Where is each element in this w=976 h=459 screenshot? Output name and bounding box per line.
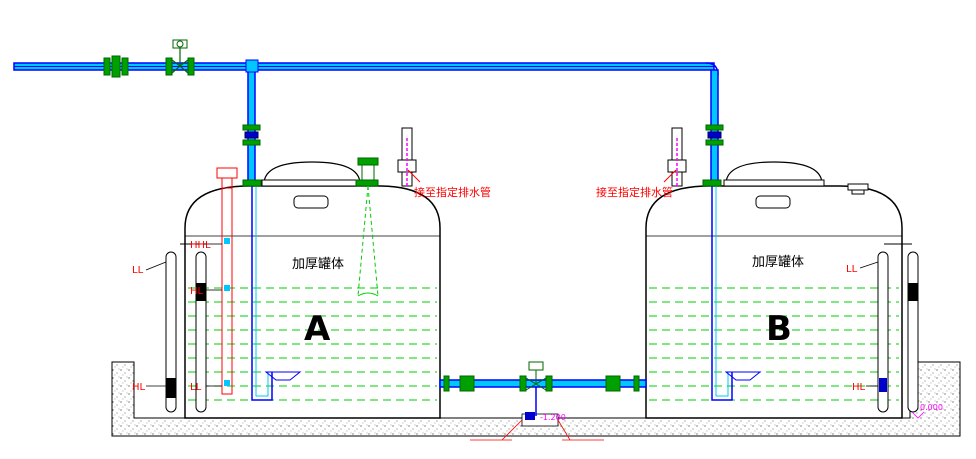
gauge-label-a-hl: HL (190, 286, 204, 297)
control-valve-icon (165, 39, 195, 76)
elevation-ground: 0.000 (920, 403, 943, 412)
leader-line (407, 169, 421, 183)
leader-line (663, 169, 677, 183)
tank-b-letter: B (766, 309, 792, 349)
vent-pipe-a (397, 127, 417, 187)
tank-b-name: 加厚罐体 (752, 255, 804, 270)
gate-valve-icon (103, 55, 129, 78)
level-gauge-b (877, 243, 919, 413)
level-gauge-a (165, 167, 238, 413)
elevation-marker-icon (911, 411, 925, 419)
gauge-label-a-ll: LL (190, 382, 202, 393)
vent-pipe-b (667, 127, 687, 187)
downpipe-valve-b-icon (705, 124, 724, 146)
level-sensor-icon (355, 157, 379, 297)
leader-line (501, 419, 523, 441)
drain-note-b: 接至指定排水管 (596, 185, 673, 199)
water-level-lines-b (649, 287, 899, 401)
tank-b (645, 161, 903, 419)
gauge-label-a-left-hl: HL (132, 382, 146, 393)
gauge-label-b-hl: HL (852, 382, 866, 393)
top-pipe (13, 62, 719, 191)
drain-note-a: 接至指定排水管 (414, 185, 491, 199)
leader-line (557, 419, 571, 441)
gauge-label-a-hhl: HHL (190, 240, 211, 251)
elevation-pit: -1.200 (540, 413, 566, 422)
tank-a-name: 加厚罐体 (292, 257, 344, 272)
gauge-label-a-left-ll: LL (132, 265, 144, 276)
pipe-fitting-icon (245, 59, 259, 73)
gauge-label-b-ll: LL (846, 264, 858, 275)
gauge-leaders (145, 243, 879, 387)
tank-a (184, 161, 441, 419)
bottom-pipe (439, 361, 647, 420)
tank-a-letter: A (304, 309, 331, 349)
downpipe-valve-a-icon (242, 124, 261, 146)
